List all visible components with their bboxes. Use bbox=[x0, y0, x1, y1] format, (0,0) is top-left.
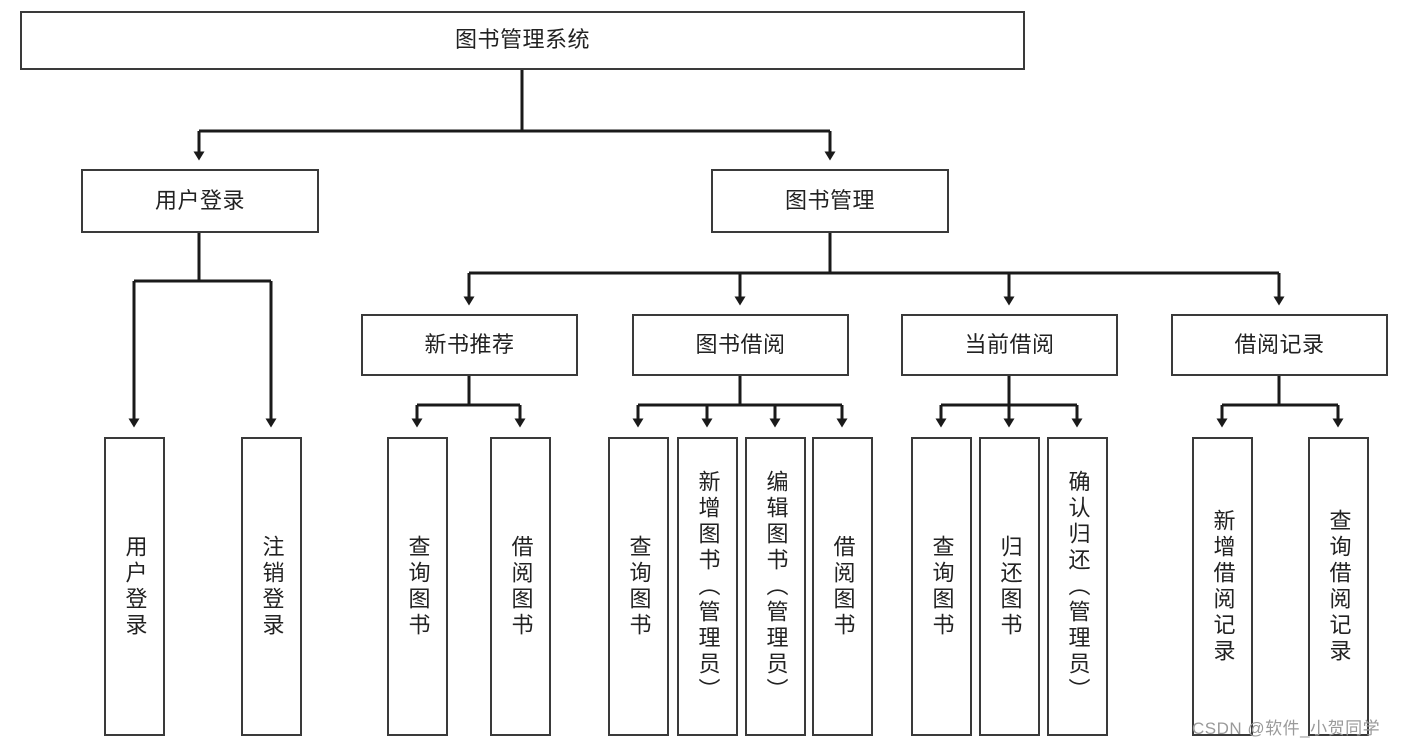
leaf-borrow-book-2-label: 借阅图书 bbox=[830, 534, 856, 639]
leaf-edit-book[interactable]: 编辑图书（管理员） bbox=[745, 437, 806, 736]
leaf-edit-book-label: 编辑图书（管理员） bbox=[763, 469, 789, 704]
leaf-query-book-1[interactable]: 查询图书 bbox=[387, 437, 448, 736]
leaf-query-book-1-label: 查询图书 bbox=[405, 534, 431, 639]
leaf-return-book-label: 归还图书 bbox=[997, 534, 1023, 639]
leaf-borrow-book-2[interactable]: 借阅图书 bbox=[812, 437, 873, 736]
leaf-add-record[interactable]: 新增借阅记录 bbox=[1192, 437, 1253, 736]
leaf-query-record[interactable]: 查询借阅记录 bbox=[1308, 437, 1369, 736]
node-current-borrow[interactable]: 当前借阅 bbox=[901, 314, 1118, 376]
node-root-label: 图书管理系统 bbox=[454, 27, 590, 53]
node-root[interactable]: 图书管理系统 bbox=[20, 11, 1025, 70]
leaf-logout[interactable]: 注销登录 bbox=[241, 437, 302, 736]
leaf-return-book[interactable]: 归还图书 bbox=[979, 437, 1040, 736]
node-book-management[interactable]: 图书管理 bbox=[711, 169, 949, 233]
node-new-book-recommend-label: 新书推荐 bbox=[424, 331, 515, 357]
leaf-borrow-book-1[interactable]: 借阅图书 bbox=[490, 437, 551, 736]
leaf-query-book-3[interactable]: 查询图书 bbox=[911, 437, 972, 736]
leaf-logout-label: 注销登录 bbox=[259, 534, 285, 639]
node-user-login-label: 用户登录 bbox=[154, 187, 245, 213]
node-book-management-label: 图书管理 bbox=[784, 187, 875, 213]
leaf-confirm-return[interactable]: 确认归还（管理员） bbox=[1047, 437, 1108, 736]
node-current-borrow-label: 当前借阅 bbox=[964, 331, 1055, 357]
node-borrow-record[interactable]: 借阅记录 bbox=[1171, 314, 1388, 376]
node-borrow-record-label: 借阅记录 bbox=[1234, 331, 1325, 357]
leaf-query-book-2[interactable]: 查询图书 bbox=[608, 437, 669, 736]
node-new-book-recommend[interactable]: 新书推荐 bbox=[361, 314, 578, 376]
leaf-user-login[interactable]: 用户登录 bbox=[104, 437, 165, 736]
leaf-add-record-label: 新增借阅记录 bbox=[1210, 508, 1236, 665]
leaf-confirm-return-label: 确认归还（管理员） bbox=[1065, 469, 1091, 704]
leaf-query-book-2-label: 查询图书 bbox=[626, 534, 652, 639]
leaf-query-record-label: 查询借阅记录 bbox=[1326, 508, 1352, 665]
leaf-add-book[interactable]: 新增图书（管理员） bbox=[677, 437, 738, 736]
leaf-query-book-3-label: 查询图书 bbox=[929, 534, 955, 639]
node-book-borrow[interactable]: 图书借阅 bbox=[632, 314, 849, 376]
node-book-borrow-label: 图书借阅 bbox=[695, 331, 786, 357]
node-user-login[interactable]: 用户登录 bbox=[81, 169, 319, 233]
leaf-user-login-label: 用户登录 bbox=[122, 534, 148, 639]
leaf-add-book-label: 新增图书（管理员） bbox=[695, 469, 721, 704]
leaf-borrow-book-1-label: 借阅图书 bbox=[508, 534, 534, 639]
